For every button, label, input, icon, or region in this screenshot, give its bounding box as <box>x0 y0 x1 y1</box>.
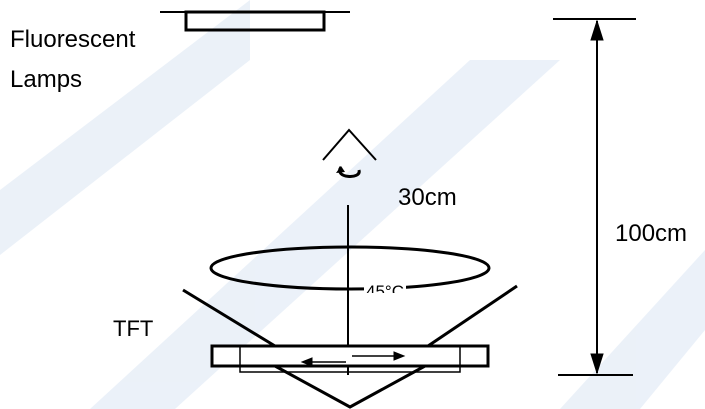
rotation-circle <box>209 245 491 291</box>
viewing-cone <box>182 284 518 348</box>
cone-line-left <box>182 288 276 348</box>
watermark-band-2 <box>90 60 560 409</box>
arrow-up-icon <box>590 19 604 41</box>
panel-label: TFT <box>113 316 154 341</box>
arrow-left-icon <box>300 357 313 367</box>
lamp-label-line-2: Lamps <box>10 66 83 93</box>
rotation-arrowhead-icon <box>336 166 345 173</box>
lamp-tube <box>184 10 326 32</box>
panel-outer <box>210 344 490 368</box>
panel-inner <box>239 345 461 373</box>
panel-arrows <box>300 351 406 367</box>
lamp-distance-label: 100cm <box>615 220 688 247</box>
base-support <box>274 364 426 409</box>
fluorescent-lamp <box>160 10 350 32</box>
eye-rotation-icon <box>322 128 377 178</box>
tft-panel <box>210 344 490 373</box>
watermark-band-1 <box>0 0 250 255</box>
arrow-down-icon <box>590 353 604 375</box>
arrow-right-icon <box>393 351 406 361</box>
eye-distance-label: 30cm <box>398 184 457 211</box>
watermark-band-3 <box>560 250 705 409</box>
height-dimension <box>553 18 636 376</box>
lamp-label-line-1: Fluorescent <box>10 26 136 53</box>
eye-viewpoint-chevron <box>322 128 377 161</box>
cone-line-right <box>427 284 518 348</box>
angle-label: 45°C <box>364 283 406 293</box>
